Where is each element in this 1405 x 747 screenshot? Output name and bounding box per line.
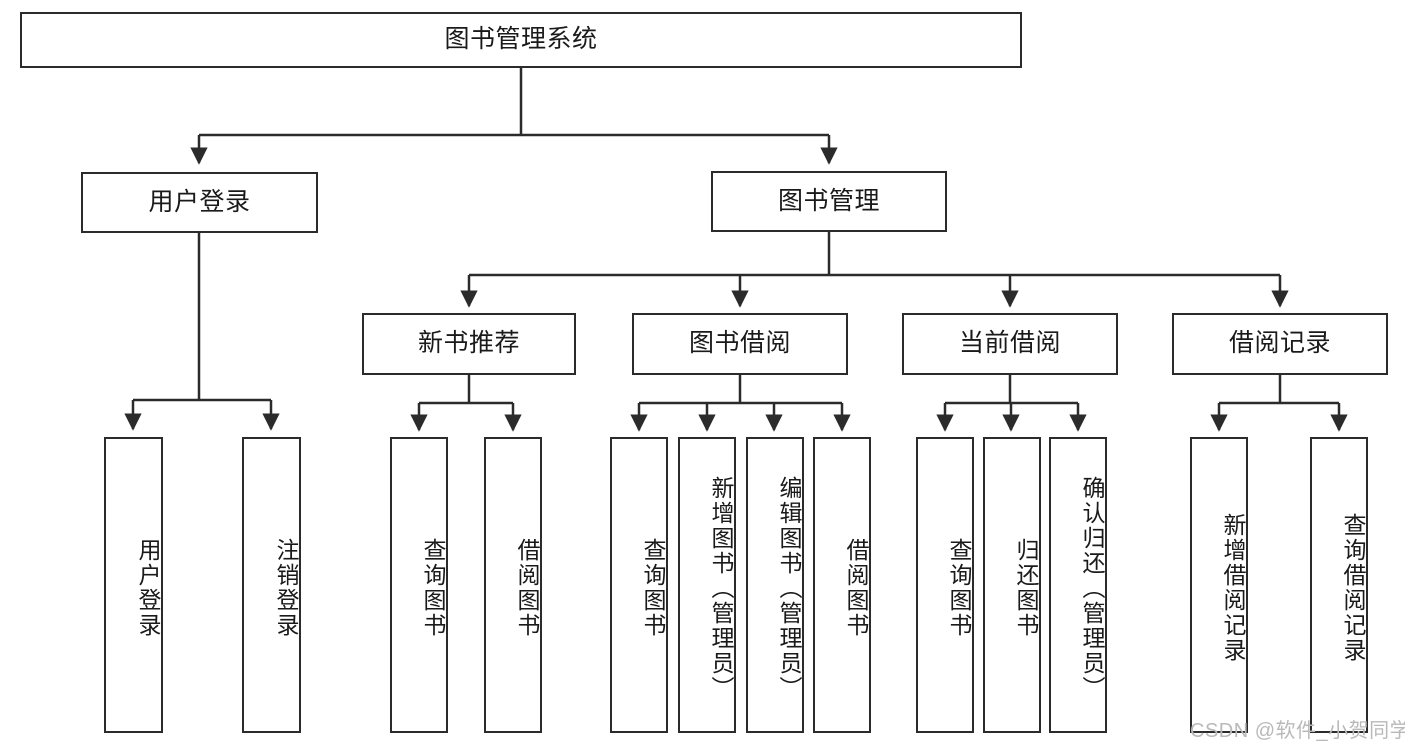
leaf-user-logout[interactable]: 注销登录 (242, 437, 301, 733)
leaf-borrow-book[interactable]: 借阅图书 (813, 437, 871, 733)
leaf-query-book-current[interactable]: 查询图书 (916, 437, 974, 733)
node-book-management[interactable]: 图书管理 (711, 171, 947, 232)
csdn-watermark: CSDN @软件_小贺同学 (1190, 720, 1405, 742)
leaf-query-book-borrow[interactable]: 查询图书 (610, 437, 668, 733)
node-book-borrow[interactable]: 图书借阅 (632, 313, 848, 375)
node-new-book-recommend[interactable]: 新书推荐 (362, 313, 576, 375)
leaf-query-borrow-record[interactable]: 查询借阅记录 (1310, 437, 1368, 733)
leaf-borrow-book-recommend[interactable]: 借阅图书 (484, 437, 542, 733)
node-user-login[interactable]: 用户登录 (81, 172, 318, 233)
leaf-add-borrow-record[interactable]: 新增借阅记录 (1190, 437, 1248, 733)
leaf-confirm-return-admin[interactable]: 确认归还（管理员） (1049, 437, 1107, 733)
node-current-borrow[interactable]: 当前借阅 (902, 313, 1118, 375)
node-borrow-record[interactable]: 借阅记录 (1172, 313, 1388, 375)
leaf-return-book[interactable]: 归还图书 (983, 437, 1041, 733)
leaf-edit-book-admin[interactable]: 编辑图书（管理员） (746, 437, 804, 733)
leaf-query-book-recommend[interactable]: 查询图书 (390, 437, 448, 733)
leaf-user-login[interactable]: 用户登录 (104, 437, 163, 733)
node-root-system[interactable]: 图书管理系统 (20, 12, 1022, 68)
leaf-add-book-admin[interactable]: 新增图书（管理员） (678, 437, 736, 733)
